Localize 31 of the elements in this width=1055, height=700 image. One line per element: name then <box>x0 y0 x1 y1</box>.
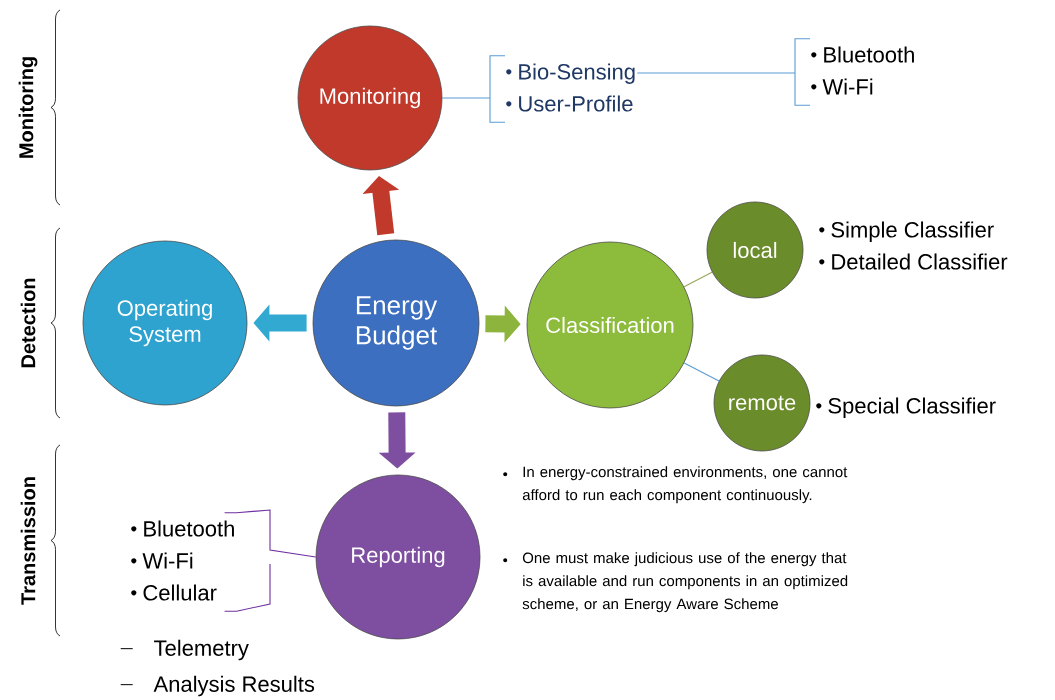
bullet-list: Bio-Sensing User-Profile <box>506 63 635 112</box>
connector <box>683 362 720 382</box>
connector <box>224 509 317 612</box>
node-label: Bluetooth <box>824 46 914 63</box>
connector <box>441 55 506 123</box>
bullet-list: Bluetooth Wi-Fi <box>811 46 914 95</box>
bullet-list: Bluetooth Wi-Fi Cellular <box>131 520 234 601</box>
connector <box>683 271 713 288</box>
bullet-list: Simple Classifier Detailed Classifier <box>819 221 1008 270</box>
circle-node: Classification <box>526 241 694 409</box>
section-label: Monitoring <box>18 57 38 158</box>
list-item: Telemetry <box>154 639 249 661</box>
node-label: Bio-Sensing <box>519 63 635 84</box>
circle-node: Reporting <box>315 474 481 640</box>
node-label: Bluetooth <box>144 520 234 537</box>
paragraph: In energy-constrained environments, one cannot afford to run each component continuously. <box>522 466 848 504</box>
node-label: Cellular <box>143 584 217 601</box>
circle-node: Operating System <box>82 240 248 406</box>
circle-node: Energy Budget <box>312 239 480 407</box>
circle-node: remote <box>713 354 811 452</box>
paragraph: One must make judicious use of the energy that is available and run components in an optimized scheme, or an Energy Aware Scheme <box>522 552 848 613</box>
connector <box>636 38 811 106</box>
section-label: Transmission <box>20 477 36 605</box>
node-label: Wi-Fi <box>142 552 193 569</box>
circle-node: Monitoring <box>297 25 443 171</box>
list-item: Analysis Results <box>153 675 315 697</box>
section-label: Detection <box>20 278 36 368</box>
node-label: User-Profile <box>519 95 633 112</box>
node-label: Wi-Fi <box>822 78 873 95</box>
circle-node: local <box>706 201 804 299</box>
bullet-list: Special Classifier <box>816 397 996 418</box>
